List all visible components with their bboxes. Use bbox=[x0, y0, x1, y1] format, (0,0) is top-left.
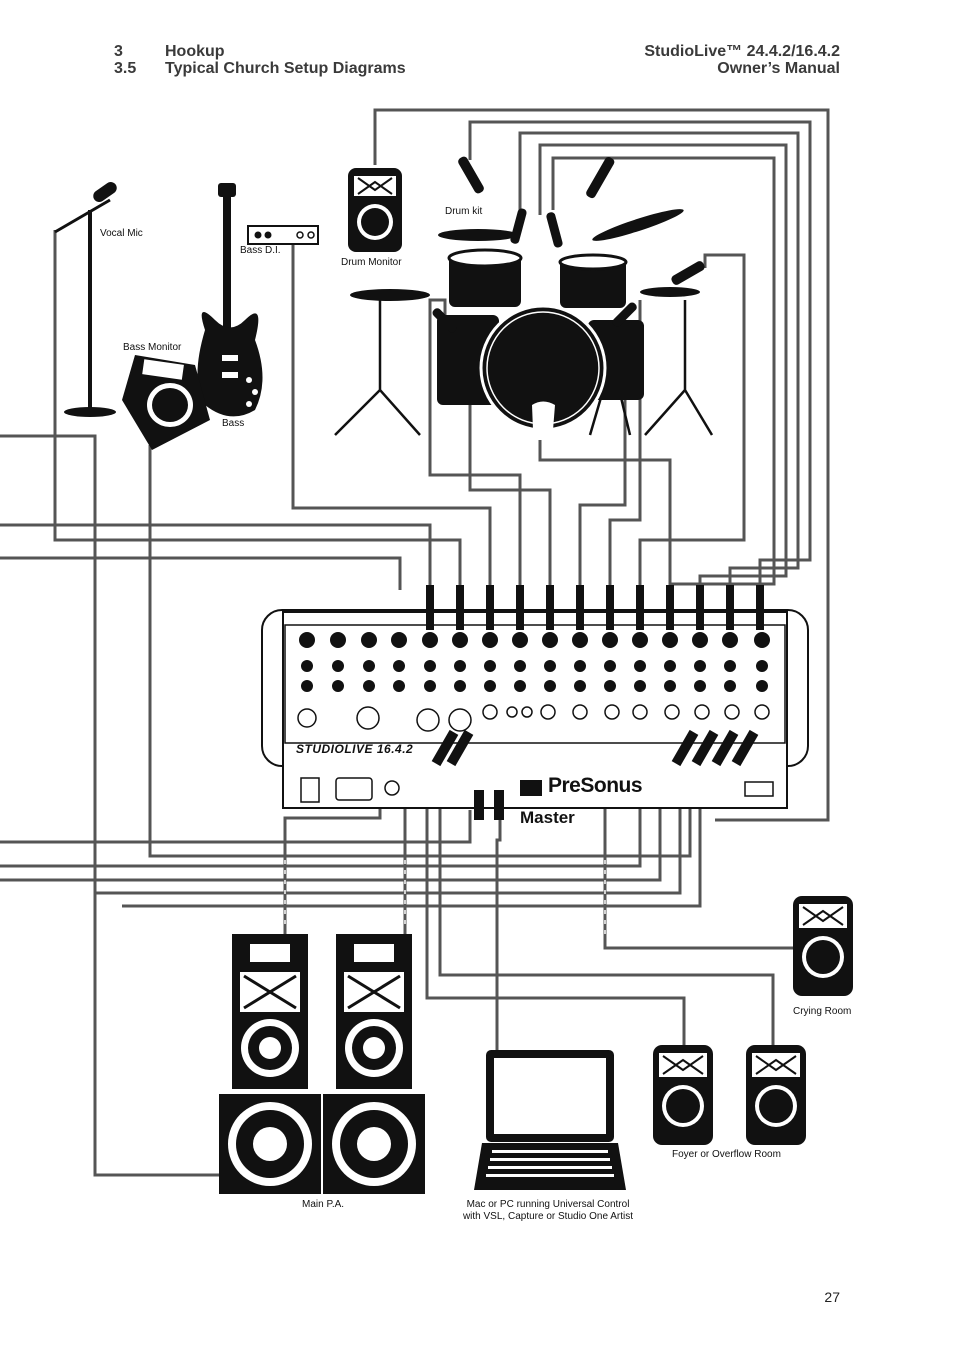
cable-foyer-1 bbox=[425, 760, 686, 1045]
cable-output-3 bbox=[0, 780, 662, 882]
cable-drum-mic-10 bbox=[608, 300, 642, 590]
section-header: 3 Hookup 3.5 Typical Church Setup Diagra… bbox=[114, 43, 406, 77]
cable-output-1 bbox=[0, 810, 472, 844]
laptop bbox=[474, 1050, 626, 1190]
cable-drum-mic-1 bbox=[468, 120, 812, 590]
main-pa bbox=[219, 934, 425, 1194]
cable-bass-di bbox=[291, 240, 492, 590]
cable-output-5 bbox=[122, 780, 702, 908]
bass-di-box bbox=[247, 225, 319, 245]
manual-header: StudioLive™ 24.4.2/16.4.2 Owner’s Manual bbox=[644, 43, 840, 77]
chapter-number: 3 bbox=[114, 43, 123, 60]
bass-guitar bbox=[197, 183, 263, 417]
foyer-speakers bbox=[653, 1045, 806, 1145]
cable-drum-mic-3 bbox=[538, 143, 788, 590]
vocal-mic-label: Vocal Mic bbox=[100, 228, 143, 239]
crying-room-speaker bbox=[793, 896, 853, 996]
master-label: Master bbox=[520, 808, 575, 827]
bass-monitor bbox=[122, 355, 210, 450]
main-pa-label: Main P.A. bbox=[302, 1199, 345, 1210]
computer-label-line1: Mac or PC running Universal Control bbox=[466, 1199, 630, 1210]
cable-foyer-2 bbox=[438, 760, 775, 1045]
cable-drum-mic-2 bbox=[518, 131, 800, 590]
cable-drum-mic-6 bbox=[428, 298, 522, 590]
cable-stage-left-2 bbox=[0, 556, 402, 590]
chapter-title: Hookup bbox=[165, 43, 225, 60]
presonus-logo: PreSonus bbox=[548, 774, 643, 797]
crying-room-label: Crying Room bbox=[793, 1006, 852, 1017]
drum-kit-label: Drum kit bbox=[445, 206, 483, 217]
bass-di-label: Bass D.I. bbox=[240, 245, 281, 256]
page-number: 27 bbox=[824, 1289, 840, 1305]
cable-drum-mic-8 bbox=[538, 440, 672, 590]
cable-drum-mic-7 bbox=[468, 330, 552, 590]
vocal-mic bbox=[54, 181, 117, 417]
computer-label-line2: with VSL, Capture or Studio One Artist bbox=[462, 1211, 634, 1222]
section-title: Typical Church Setup Diagrams bbox=[165, 60, 406, 77]
drum-monitor bbox=[348, 168, 402, 252]
product-title: StudioLive™ 24.4.2/16.4.2 bbox=[644, 43, 840, 60]
cable-crying-room bbox=[603, 760, 793, 950]
cable-stage-left-1 bbox=[0, 523, 432, 590]
foyer-label: Foyer or Overflow Room bbox=[672, 1149, 781, 1160]
manual-title: Owner’s Manual bbox=[717, 60, 840, 77]
cable-firewire bbox=[495, 810, 502, 1050]
mixer bbox=[261, 585, 809, 820]
cable-drum-mic-5 bbox=[638, 253, 746, 590]
mixer-brand: STUDIOLIVE 16.4.2 bbox=[296, 742, 414, 756]
computer-label: Mac or PC running Universal Control with… bbox=[448, 1199, 648, 1223]
bass-label: Bass bbox=[222, 418, 245, 429]
cable-vocal-mic bbox=[53, 230, 462, 590]
cable-main-pa-left-sub bbox=[0, 434, 232, 1177]
drum-monitor-label: Drum Monitor bbox=[341, 257, 402, 268]
bass-monitor-label: Bass Monitor bbox=[123, 342, 182, 353]
cable-drum-monitor bbox=[373, 108, 830, 822]
drum-kit bbox=[334, 156, 714, 436]
cable-bass-monitor bbox=[148, 445, 692, 858]
cable-output-4 bbox=[95, 780, 682, 895]
section-number: 3.5 bbox=[114, 60, 137, 77]
